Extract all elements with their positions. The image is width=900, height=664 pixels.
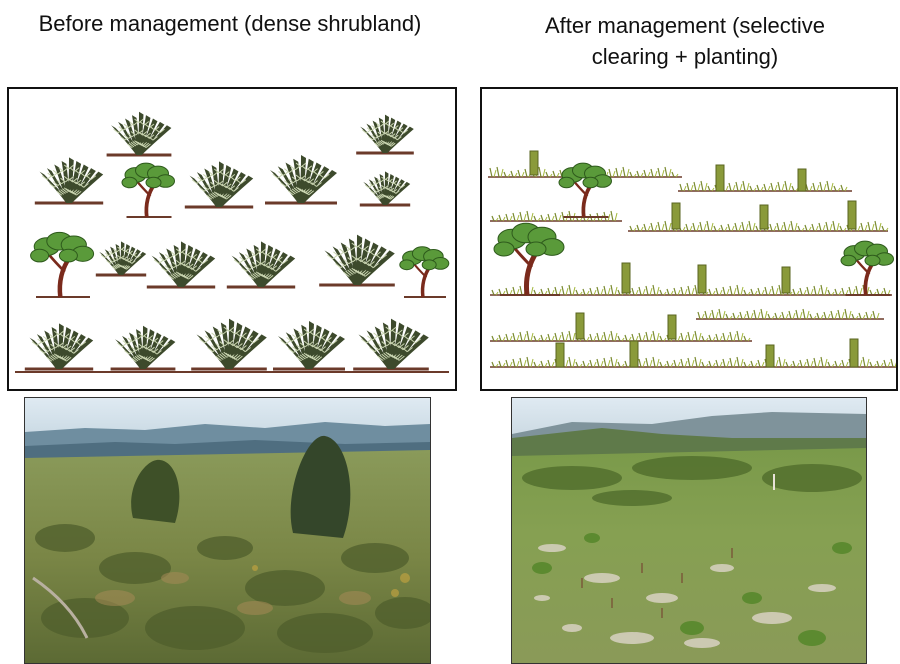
shrub-icon: [184, 161, 254, 209]
tree-shelter-icon: [629, 340, 639, 368]
tree-shelter-icon: [697, 264, 707, 294]
after-title: After management (selective clearing + p…: [470, 10, 900, 72]
after-diagram: [480, 87, 898, 391]
before-diagram: [7, 87, 457, 391]
before-photo-image: [25, 398, 430, 663]
before-diagram-drawing: [15, 111, 450, 373]
before-title: Before management (dense shrubland): [38, 11, 422, 36]
tree-icon: [493, 222, 565, 296]
shrub-icon: [191, 318, 267, 371]
shrub-icon: [265, 155, 337, 205]
tree-icon: [840, 240, 894, 296]
after-photo-image: [512, 398, 866, 663]
tree-shelter-icon: [667, 314, 677, 340]
tree-shelter-icon: [849, 338, 859, 368]
shrub-icon: [24, 323, 94, 371]
tree-shelter-icon: [759, 204, 769, 230]
shrub-icon: [226, 241, 296, 289]
grass-strip: [678, 180, 852, 192]
tree-shelter-icon: [715, 164, 725, 192]
grass-strip: [490, 356, 896, 368]
after-diagram-drawing: [488, 150, 896, 368]
tree-shelter-icon: [555, 342, 565, 368]
shrub-icon: [110, 325, 176, 371]
tree-icon: [30, 231, 95, 298]
shrub-icon: [34, 157, 104, 205]
after-title-line1: After management (selective: [544, 13, 826, 38]
tree-icon: [558, 162, 612, 218]
tree-icon: [121, 162, 175, 218]
tree-icon: [399, 246, 450, 298]
after-title-line2: clearing + planting): [591, 44, 779, 69]
grass-strip: [490, 330, 752, 342]
grass-strip: [490, 210, 622, 222]
tree-shelter-icon: [781, 266, 791, 294]
grass-strip: [628, 220, 889, 232]
grass-strip: [696, 308, 884, 320]
shrub-icon: [356, 114, 414, 155]
tree-shelter-icon: [621, 262, 631, 294]
before-photo: [24, 397, 431, 664]
after-photo: [511, 397, 867, 664]
tree-shelter-icon: [671, 202, 681, 230]
tree-shelter-icon: [797, 168, 807, 192]
shrub-icon: [146, 241, 216, 289]
shrub-icon: [273, 321, 345, 371]
shrub-icon: [359, 171, 411, 207]
grass-strip: [490, 284, 892, 296]
shrub-icon: [353, 318, 429, 371]
tree-shelter-icon: [529, 150, 539, 176]
shrub-icon: [106, 111, 172, 157]
tree-shelter-icon: [765, 344, 775, 368]
tree-shelter-icon: [575, 312, 585, 340]
shrub-icon: [95, 241, 147, 277]
shrub-icon: [319, 234, 395, 287]
tree-shelter-icon: [847, 200, 857, 230]
